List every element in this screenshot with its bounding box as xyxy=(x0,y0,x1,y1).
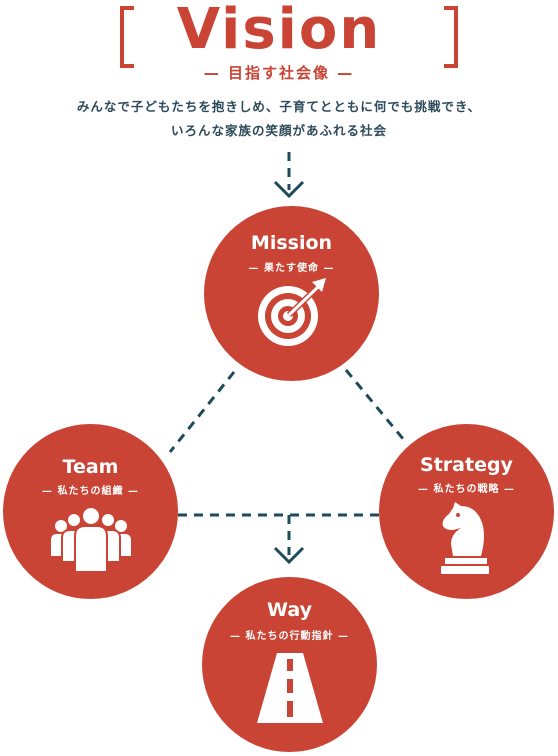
way-subtitle: — 私たちの行動指針 — xyxy=(230,631,349,642)
team-circle: Team — 私たちの組織 — xyxy=(3,424,178,599)
mission-to-team-line xyxy=(168,371,236,453)
left-bracket xyxy=(120,6,134,68)
team-title: Team xyxy=(62,456,119,478)
strategy-title: Strategy xyxy=(420,454,513,476)
chess-knight-icon xyxy=(441,502,489,574)
mission-to-strategy-line xyxy=(344,369,406,441)
way-circle: Way — 私たちの行動指針 — xyxy=(202,577,377,752)
target-arrow-icon xyxy=(258,278,326,346)
people-group-icon xyxy=(51,506,131,572)
vision-title: Vision xyxy=(176,0,382,62)
arrow-head-mission xyxy=(273,180,305,199)
mission-circle: Mission — 果たす使命 — xyxy=(204,206,379,381)
vision-header: Vision — 目指す社会像 — みんなで子どもたちを抱きしめ、子育てとともに… xyxy=(0,0,558,150)
team-subtitle: — 私たちの組織 — xyxy=(42,486,139,497)
vision-description-line-2: いろんな家族の笑顔があふれる社会 xyxy=(170,123,387,138)
vision-subtitle: — 目指す社会像 — xyxy=(203,64,355,82)
arrow-head-way xyxy=(273,546,305,565)
road-icon xyxy=(257,653,323,723)
vision-description-line-1: みんなで子どもたちを抱きしめ、子育てとともに何でも挑戦でき、 xyxy=(76,99,482,114)
mission-subtitle: — 果たす使命 — xyxy=(248,263,335,274)
strategy-subtitle: — 私たちの戦略 — xyxy=(418,484,515,495)
right-bracket xyxy=(444,6,458,68)
way-title: Way xyxy=(267,599,312,621)
mission-title: Mission xyxy=(250,232,333,254)
strategy-circle: Strategy — 私たちの戦略 — xyxy=(379,424,554,599)
